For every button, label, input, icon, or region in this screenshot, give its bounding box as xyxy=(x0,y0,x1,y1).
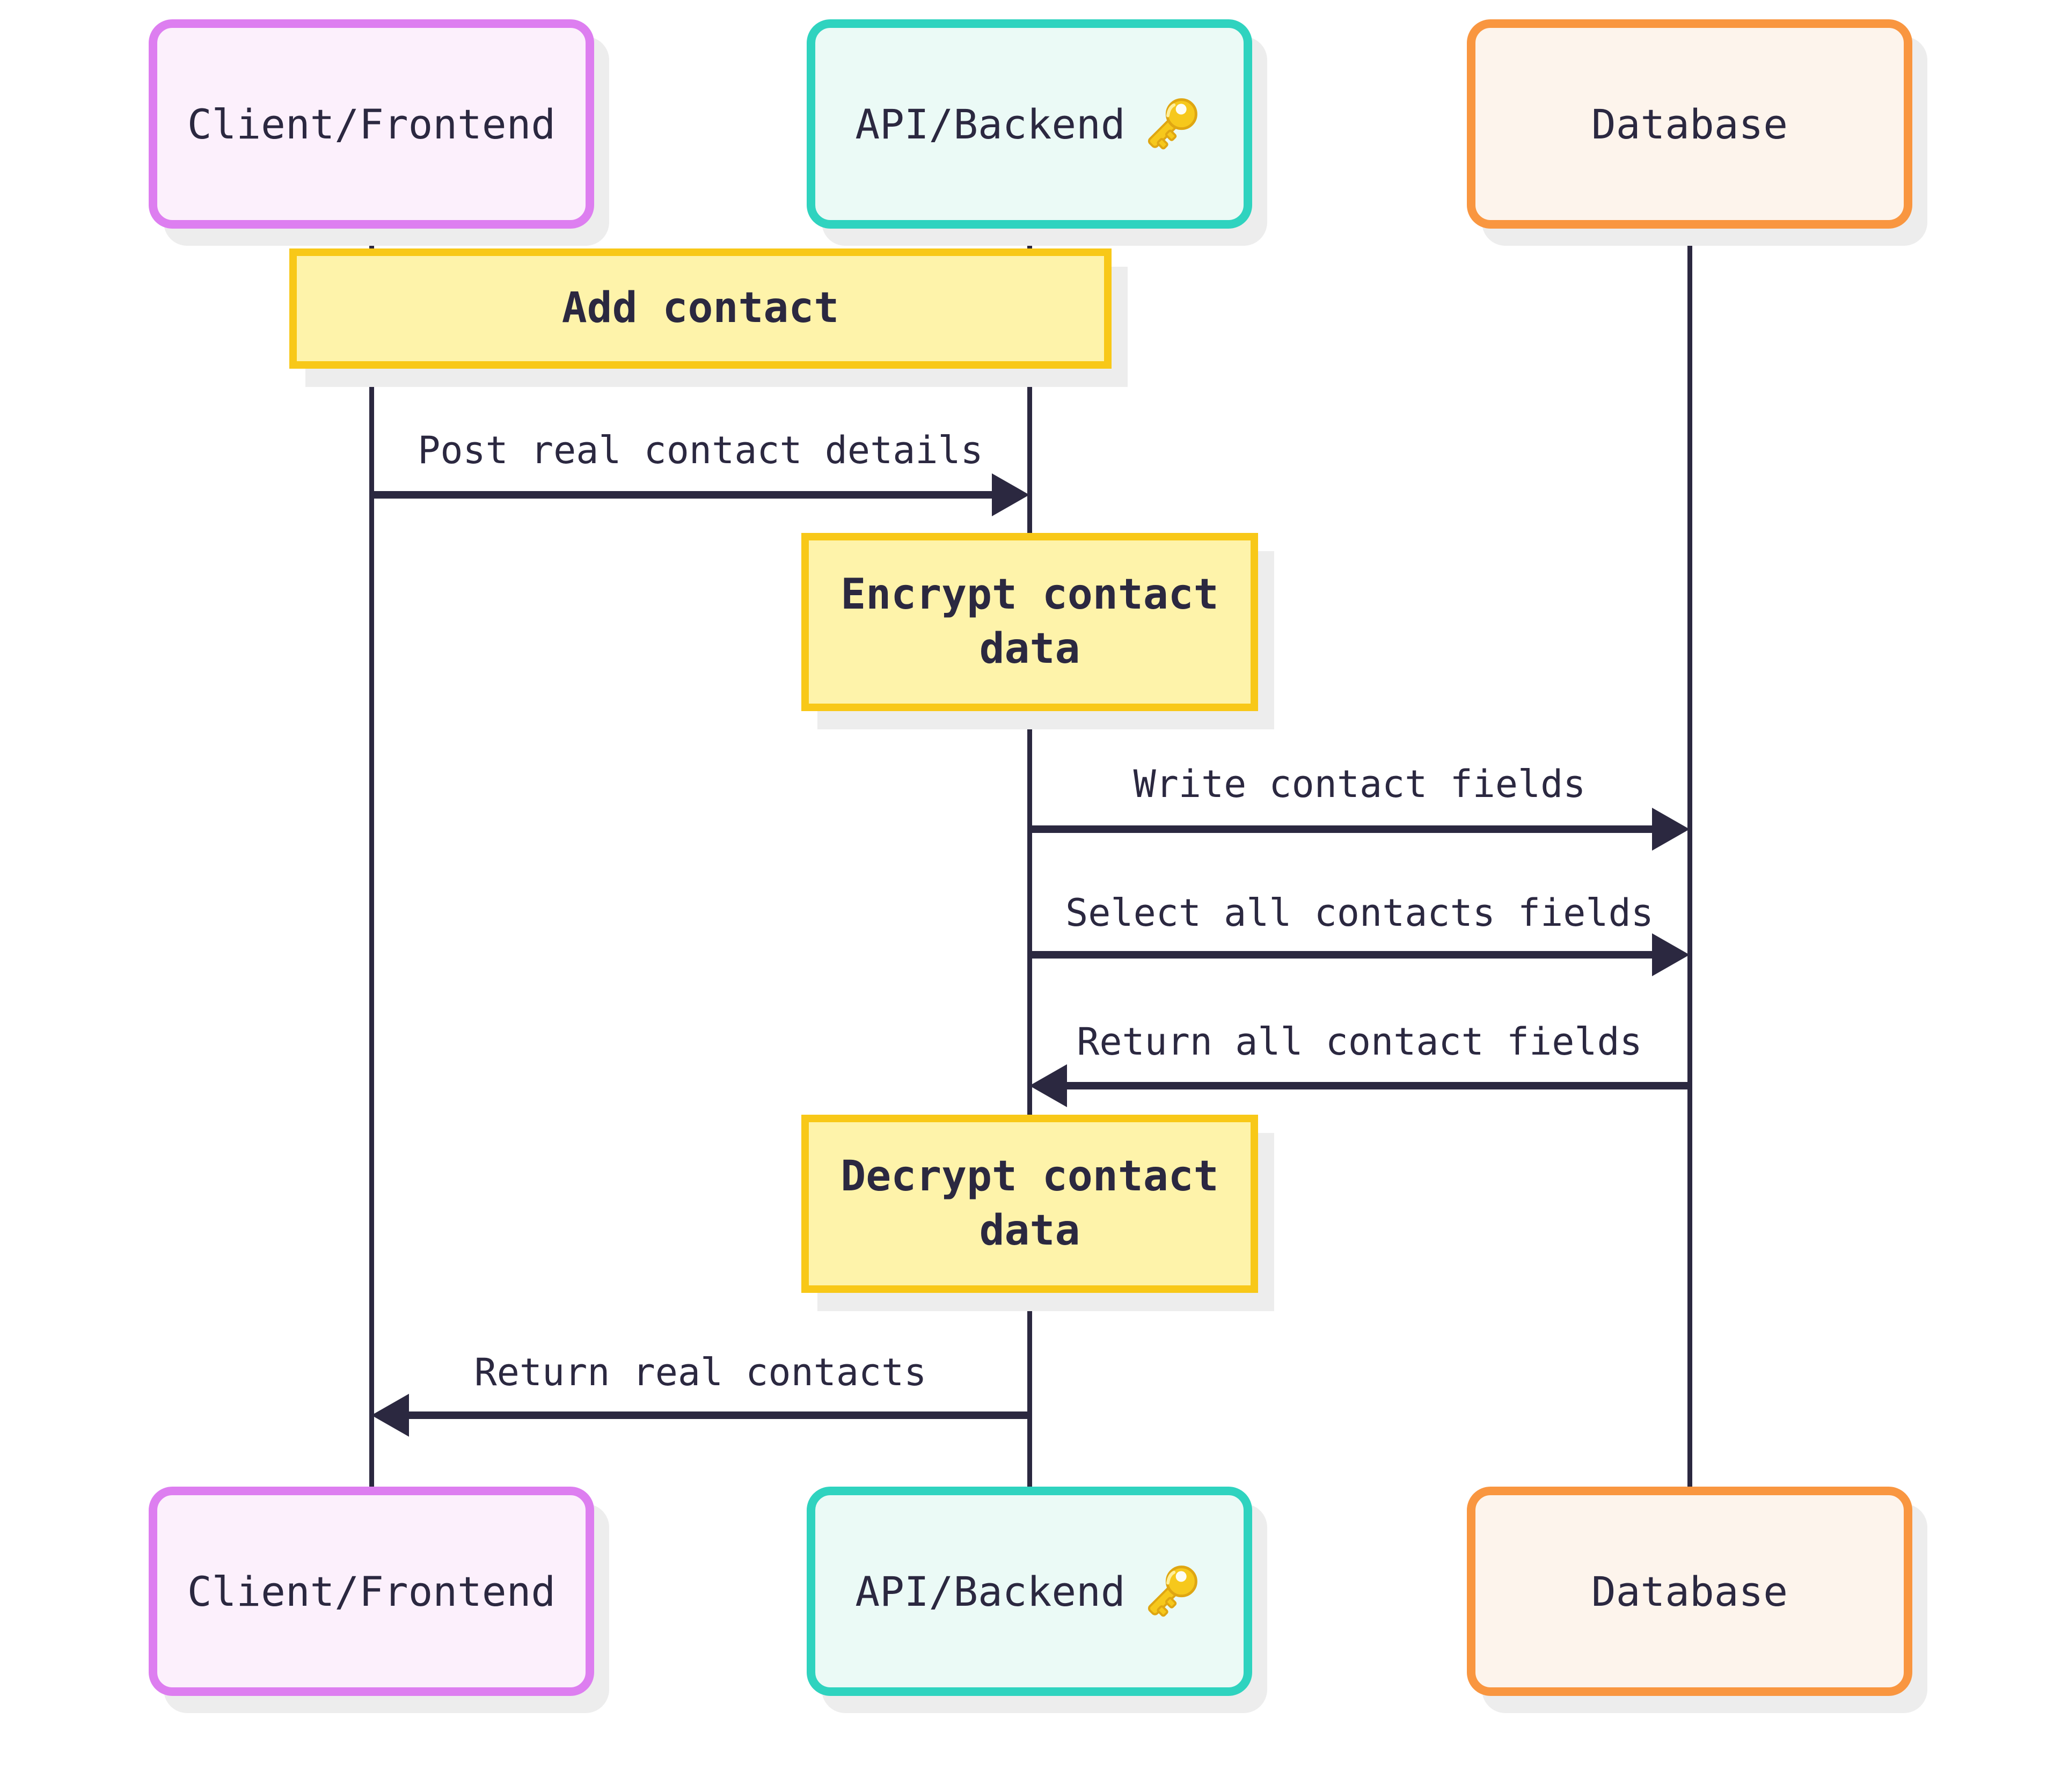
note-label: Add contact xyxy=(561,284,839,333)
lifeline-client xyxy=(369,229,374,1487)
message-post-real-contact-details-arrow xyxy=(371,491,995,499)
arrowhead-right-icon xyxy=(992,473,1029,516)
note-label: Encrypt contact data xyxy=(841,570,1219,673)
actor-label: Database xyxy=(1591,100,1788,148)
actor-client-frontend-bottom: Client/Frontend xyxy=(149,1487,594,1696)
arrowhead-left-icon xyxy=(1029,1064,1067,1107)
message-return-all-contact-fields-label: Return all contact fields xyxy=(1077,1020,1642,1064)
message-write-contact-fields-label: Write contact fields xyxy=(1133,762,1586,806)
arrowhead-left-icon xyxy=(371,1394,409,1437)
key-icon xyxy=(1139,92,1204,156)
note-add-contact: Add contact xyxy=(289,248,1112,369)
lifeline-database xyxy=(1687,229,1692,1487)
actor-label: API/Backend xyxy=(855,100,1125,148)
note-decrypt-contact-data: Decrypt contact data xyxy=(801,1115,1258,1293)
arrowhead-right-icon xyxy=(1652,933,1690,976)
message-return-all-contact-fields-arrow xyxy=(1065,1082,1690,1089)
arrowhead-right-icon xyxy=(1652,808,1690,851)
actor-label: API/Backend xyxy=(855,1567,1125,1615)
actor-label: Database xyxy=(1591,1567,1788,1615)
key-icon xyxy=(1139,1559,1204,1623)
actor-api-backend-bottom: API/Backend xyxy=(807,1487,1252,1696)
note-encrypt-contact-data: Encrypt contact data xyxy=(801,533,1258,711)
actor-api-backend-top: API/Backend xyxy=(807,19,1252,229)
note-label: Decrypt contact data xyxy=(841,1152,1219,1255)
message-return-real-contacts-label: Return real contacts xyxy=(474,1350,927,1394)
actor-database-top: Database xyxy=(1467,19,1912,229)
actor-label: Client/Frontend xyxy=(187,1567,556,1615)
message-select-all-contacts-fields-arrow xyxy=(1029,951,1653,959)
message-post-real-contact-details-label: Post real contact details xyxy=(418,428,983,472)
actor-client-frontend-top: Client/Frontend xyxy=(149,19,594,229)
message-select-all-contacts-fields-label: Select all contacts fields xyxy=(1065,891,1654,935)
message-return-real-contacts-arrow xyxy=(407,1411,1029,1419)
lifeline-api xyxy=(1027,229,1032,1487)
actor-database-bottom: Database xyxy=(1467,1487,1912,1696)
actor-label: Client/Frontend xyxy=(187,100,556,148)
message-write-contact-fields-arrow xyxy=(1029,825,1653,833)
